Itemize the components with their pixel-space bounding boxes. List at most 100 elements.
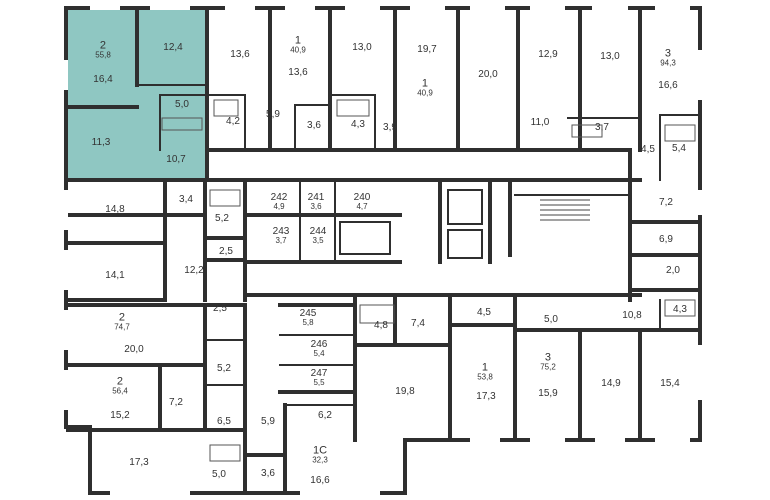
storage-area: 4,9 bbox=[273, 202, 285, 211]
apartment-label[interactable]: 3 75,2 bbox=[540, 351, 556, 372]
room-area-label: 5,4 bbox=[672, 143, 686, 154]
apartment-area: 94,3 bbox=[660, 58, 676, 68]
room-area-label: 13,6 bbox=[230, 49, 250, 60]
storage-label[interactable]: 247 5,5 bbox=[311, 369, 328, 387]
room-area-label: 12,2 bbox=[184, 265, 204, 276]
storage-number: 245 bbox=[299, 308, 317, 319]
room-area-label: 5,0 bbox=[175, 99, 189, 110]
storage-label[interactable]: 242 4,9 bbox=[271, 193, 288, 211]
apartment-label[interactable]: 2 56,4 bbox=[112, 376, 128, 396]
room-area-label: 13,0 bbox=[600, 51, 620, 62]
apartment-label[interactable]: 1 40,9 bbox=[290, 34, 306, 55]
room-count: 3 bbox=[664, 47, 672, 60]
apartment-area: 75,2 bbox=[540, 362, 556, 372]
storage-number: 243 bbox=[272, 226, 290, 237]
room-area-label: 4,5 bbox=[641, 144, 655, 155]
storage-label[interactable]: 245 5,8 bbox=[300, 309, 317, 327]
fixtures bbox=[161, 99, 696, 462]
storage-area: 3,7 bbox=[275, 236, 287, 245]
apartment-label[interactable]: 1С 32,3 bbox=[312, 444, 328, 465]
room-area-label: 2,0 bbox=[666, 265, 680, 276]
room-area-label: 14,9 bbox=[601, 378, 621, 389]
apartment-area: 53,8 bbox=[477, 372, 493, 382]
storage-area: 5,4 bbox=[313, 349, 325, 358]
storage-label[interactable]: 240 4,7 bbox=[354, 193, 371, 211]
room-area-label: 16,6 bbox=[658, 80, 678, 91]
room-count: 2 bbox=[118, 311, 126, 324]
storage-number: 246 bbox=[310, 339, 328, 350]
room-area-label: 4,8 bbox=[374, 320, 388, 331]
apartment-area: 32,3 bbox=[312, 455, 328, 465]
room-area-label: 4,5 bbox=[477, 307, 491, 318]
room-area-label: 3,7 bbox=[595, 122, 609, 133]
room-area-label: 13,0 bbox=[352, 42, 372, 53]
storage-label[interactable]: 244 3,5 bbox=[310, 227, 327, 245]
storage-area: 5,5 bbox=[313, 378, 325, 387]
apartment-label[interactable]: 2 55,8 bbox=[95, 39, 111, 60]
room-area-label: 17,3 bbox=[476, 391, 496, 402]
room-area-label: 6,2 bbox=[318, 410, 332, 421]
apartment-label[interactable]: 1 40,9 bbox=[417, 77, 433, 98]
apartment-area: 40,9 bbox=[290, 45, 306, 55]
room-area-label: 7,2 bbox=[169, 397, 183, 408]
room-area-label: 12,4 bbox=[163, 42, 183, 53]
storage-label[interactable]: 241 3,6 bbox=[308, 193, 325, 211]
room-area-label: 17,3 bbox=[129, 457, 149, 468]
room-area-label: 4,2 bbox=[226, 116, 240, 127]
storage-number: 241 bbox=[307, 192, 325, 203]
storage-number: 242 bbox=[270, 192, 288, 203]
room-area-label: 13,6 bbox=[288, 67, 308, 78]
room-area-label: 10,7 bbox=[166, 154, 186, 165]
room-area-label: 14,8 bbox=[105, 204, 125, 215]
room-area-label: 2,5 bbox=[213, 303, 227, 314]
stair-treads bbox=[540, 199, 590, 221]
storage-area: 5,8 bbox=[302, 318, 314, 327]
room-area-label: 5,2 bbox=[217, 363, 231, 374]
apartment-area: 40,9 bbox=[417, 88, 433, 98]
room-area-label: 16,6 bbox=[310, 475, 330, 486]
storage-number: 240 bbox=[353, 192, 371, 203]
storage-number: 247 bbox=[310, 368, 328, 379]
room-area-label: 19,8 bbox=[395, 386, 415, 397]
apartment-area: 74,7 bbox=[114, 322, 130, 332]
room-area-label: 11,0 bbox=[530, 117, 550, 128]
apartment-area: 55,8 bbox=[95, 50, 111, 60]
storage-area: 3,6 bbox=[310, 202, 322, 211]
room-area-label: 6,5 bbox=[217, 416, 231, 427]
room-area-label: 7,4 bbox=[411, 318, 425, 329]
apartment-label[interactable]: 2 74,7 bbox=[114, 311, 130, 332]
windows bbox=[64, 6, 702, 495]
storage-area: 4,7 bbox=[356, 202, 368, 211]
apartment-label[interactable]: 3 94,3 bbox=[660, 47, 676, 68]
room-area-label: 5,9 bbox=[266, 109, 280, 120]
storage-area: 3,5 bbox=[312, 236, 324, 245]
apartment-label[interactable]: 1 53,8 bbox=[477, 361, 493, 382]
storage-number: 244 bbox=[309, 226, 327, 237]
room-area-label: 3,6 bbox=[261, 468, 275, 479]
room-count: 2 bbox=[99, 39, 107, 52]
room-count: 1 bbox=[421, 77, 429, 90]
room-count: 1 bbox=[481, 361, 489, 374]
room-area-label: 3,9 bbox=[383, 122, 397, 133]
room-area-label: 6,9 bbox=[659, 234, 673, 245]
room-area-label: 11,3 bbox=[91, 137, 111, 148]
room-area-label: 20,0 bbox=[124, 344, 144, 355]
room-area-label: 4,3 bbox=[673, 304, 687, 315]
apartment-area: 56,4 bbox=[112, 386, 128, 396]
room-area-label: 15,4 bbox=[660, 378, 680, 389]
room-area-label: 5,9 bbox=[261, 416, 275, 427]
room-count: 3 bbox=[544, 351, 552, 364]
storage-label[interactable]: 243 3,7 bbox=[273, 227, 290, 245]
storage-label[interactable]: 246 5,4 bbox=[311, 340, 328, 358]
room-area-label: 3,6 bbox=[307, 120, 321, 131]
room-area-label: 12,9 bbox=[538, 49, 558, 60]
room-area-label: 5,0 bbox=[212, 469, 226, 480]
room-area-label: 4,3 bbox=[351, 119, 365, 130]
room-count: 1С bbox=[312, 444, 328, 457]
room-area-label: 15,9 bbox=[538, 388, 558, 399]
room-area-label: 3,4 bbox=[179, 194, 193, 205]
room-area-label: 10,8 bbox=[622, 310, 642, 321]
room-area-label: 5,2 bbox=[215, 213, 229, 224]
room-count: 1 bbox=[294, 34, 302, 47]
